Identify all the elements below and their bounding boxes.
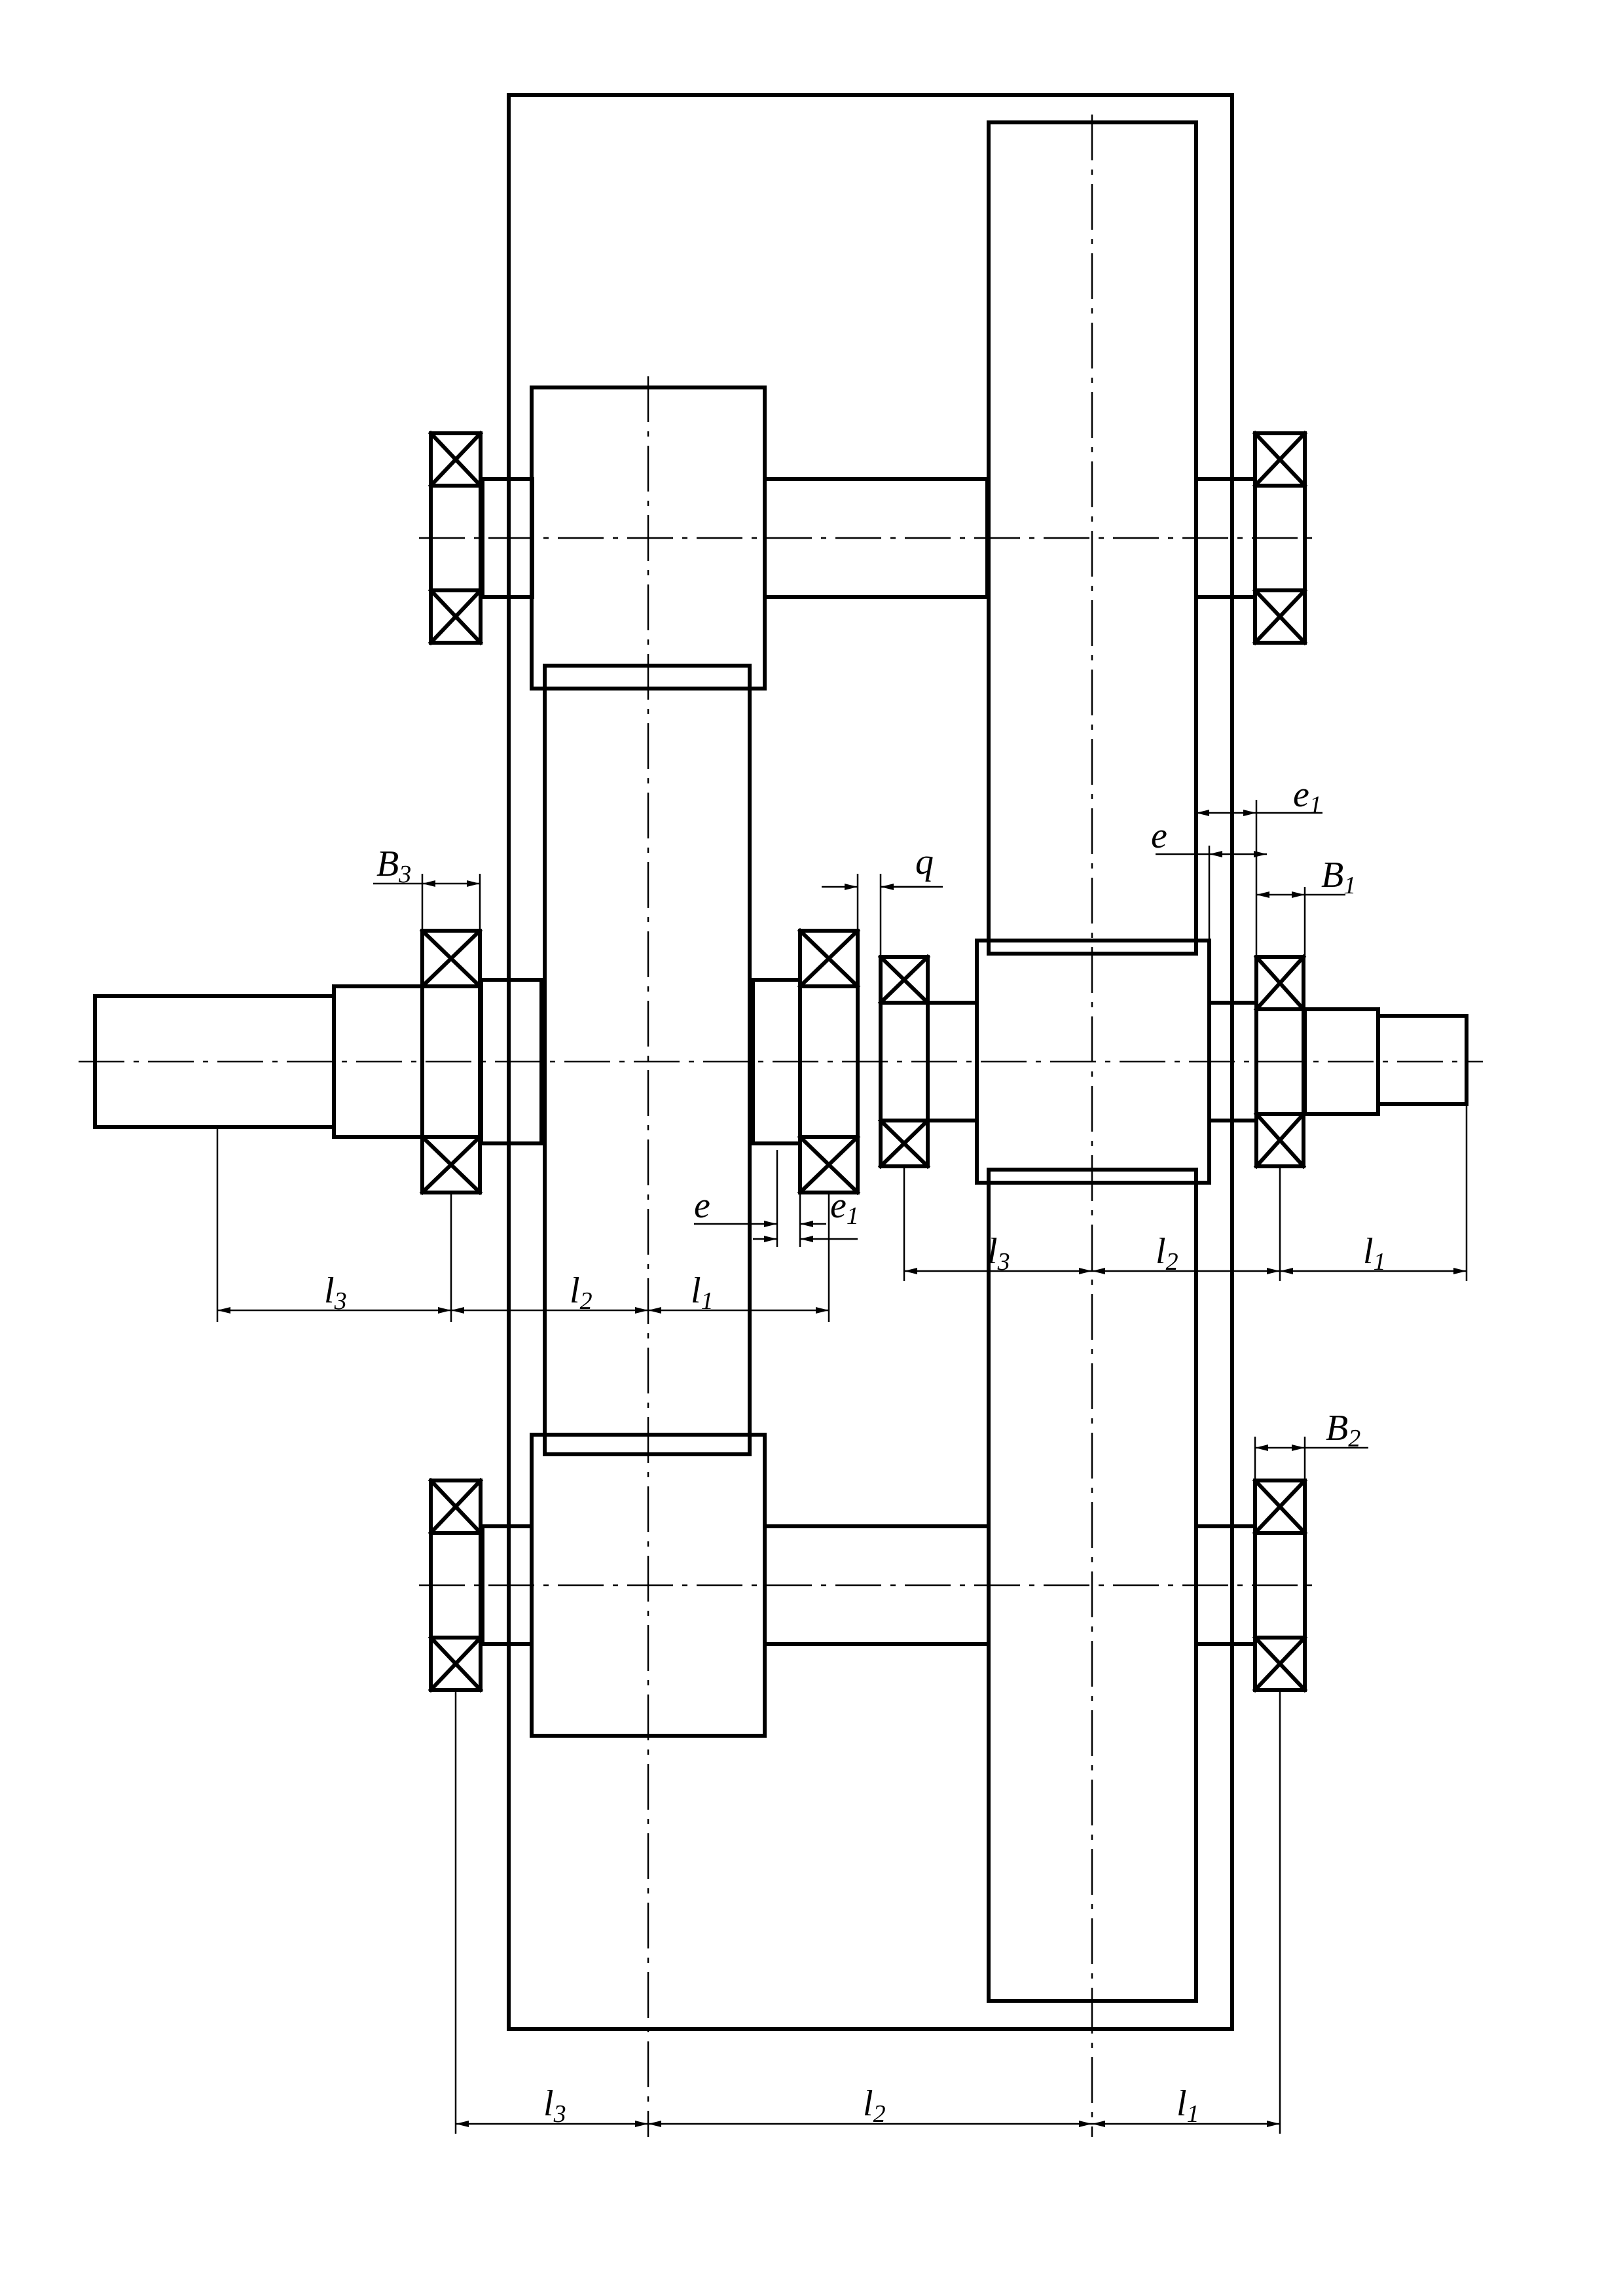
middle-left-shaft-assembly bbox=[93, 927, 861, 1196]
dimension-lines bbox=[216, 800, 1468, 2134]
center-lines bbox=[79, 115, 1483, 2137]
label-left-l1: l1 bbox=[691, 1270, 714, 1315]
middle-left-gear bbox=[543, 664, 752, 1456]
middle-left-right-bearing bbox=[797, 927, 861, 1196]
label-b2: B2 bbox=[1326, 1408, 1360, 1452]
output-shaft-end bbox=[1376, 1014, 1468, 1106]
label-bottom-l1: l1 bbox=[1176, 2083, 1199, 2128]
label-b1: B1 bbox=[1321, 855, 1356, 899]
top-right-bearing bbox=[1252, 430, 1308, 646]
label-bottom-l3: l3 bbox=[543, 2083, 566, 2128]
label-left-l3: l3 bbox=[324, 1270, 347, 1315]
label-middle-e: e bbox=[694, 1185, 710, 1226]
label-middle-e1: e1 bbox=[830, 1185, 859, 1230]
label-b3: B3 bbox=[376, 844, 411, 888]
label-bottom-l2: l2 bbox=[863, 2083, 886, 2128]
dimension-labels: e1 e B1 q B3 e e1 B2 l3 l2 l1 l3 l2 l1 l… bbox=[324, 774, 1386, 2128]
label-top-e: e bbox=[1151, 816, 1167, 856]
label-right-l1: l1 bbox=[1363, 1231, 1386, 1276]
label-right-l3: l3 bbox=[987, 1231, 1010, 1276]
b3-bearing bbox=[419, 927, 483, 1196]
label-q: q bbox=[915, 842, 934, 882]
label-right-l2: l2 bbox=[1156, 1231, 1178, 1276]
top-left-bearing bbox=[428, 430, 484, 646]
b1-bearing bbox=[1253, 954, 1307, 1170]
label-top-e1: e1 bbox=[1293, 774, 1322, 819]
label-left-l2: l2 bbox=[570, 1270, 593, 1315]
